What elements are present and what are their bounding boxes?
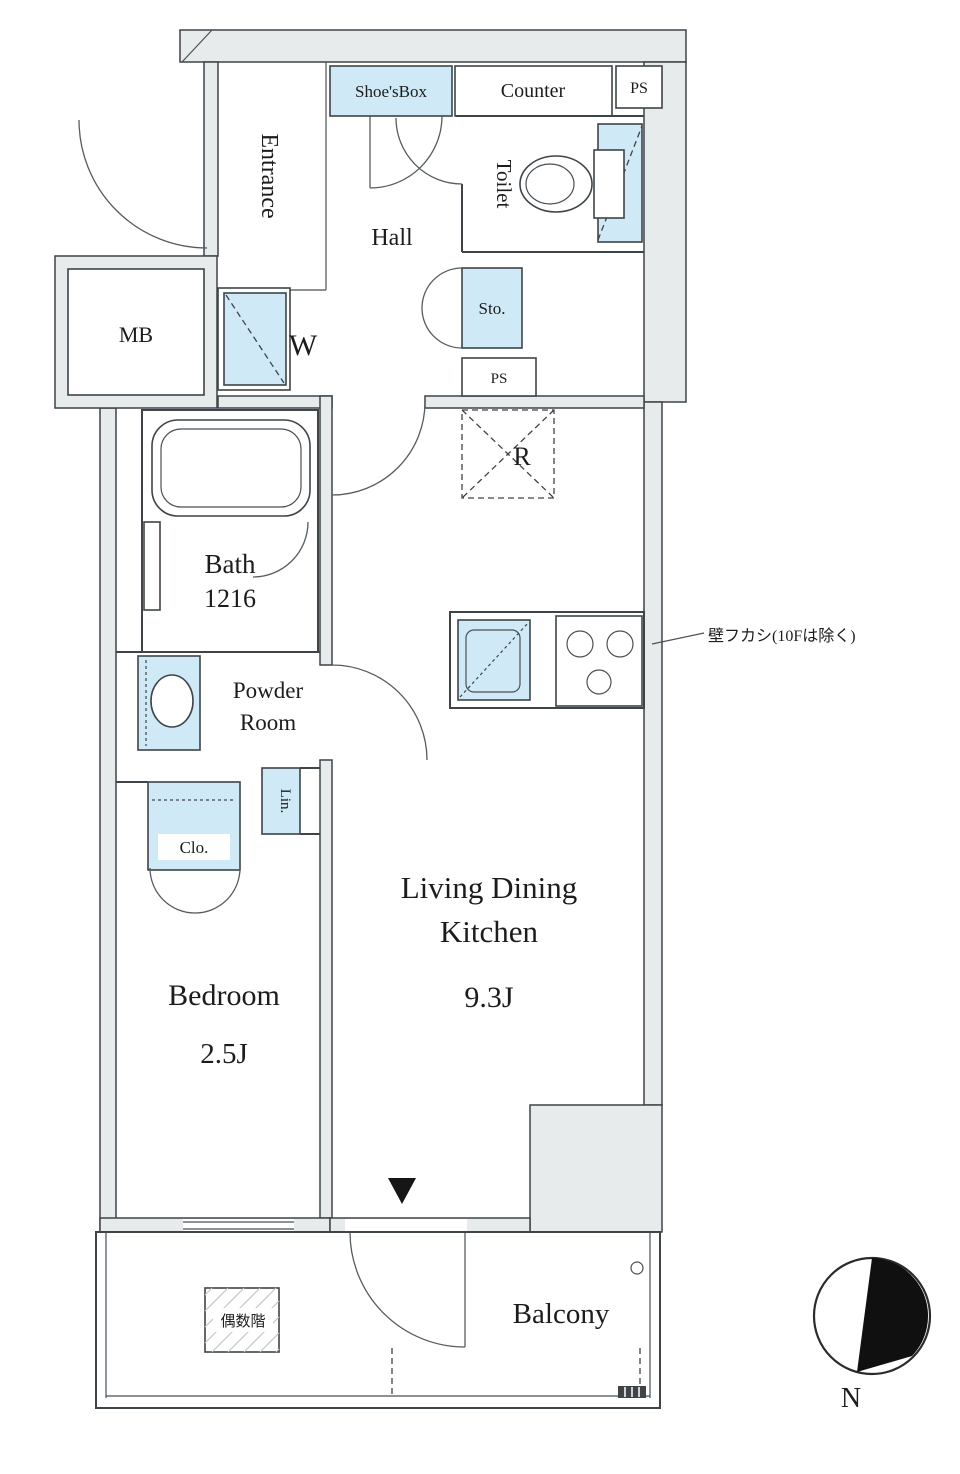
annotation-leader-line <box>651 632 705 645</box>
storage-door-arc-top <box>421 267 463 309</box>
shoes-box <box>329 65 453 117</box>
washer-label: W <box>289 329 318 362</box>
stove-burner-1 <box>566 630 594 658</box>
interior-wall-upper <box>319 395 333 666</box>
linen-label: Lin. <box>277 789 293 814</box>
hall-bath-wall <box>217 395 333 409</box>
stove-burner-2 <box>606 630 634 658</box>
closet-label: Clo. <box>180 838 209 857</box>
mb-label: MB <box>119 322 153 347</box>
toilet-tank <box>593 149 625 219</box>
mb-box <box>67 268 205 396</box>
ps-mid-label: PS <box>491 371 508 387</box>
bath-counter <box>143 521 161 611</box>
hall-ldk-wall <box>424 395 645 409</box>
linen-box <box>261 767 301 835</box>
ps-top-label: PS <box>630 80 648 97</box>
bath-label: Bath <box>205 549 256 579</box>
balcony-outline <box>95 1231 661 1409</box>
even-floor-label-bg <box>213 1308 273 1332</box>
entry-direction-triangle <box>388 1178 416 1204</box>
bedroom-label: Bedroom <box>168 979 280 1012</box>
bedroom-size-label: 2.5J <box>200 1038 248 1070</box>
ps-top-box <box>615 65 663 109</box>
hall-door-arc <box>369 115 443 189</box>
washer-diagonal <box>225 294 285 384</box>
stove <box>555 615 643 707</box>
fridge-diagonal-2 <box>461 409 555 499</box>
balcony-label: Balcony <box>513 1298 610 1330</box>
right-wall-band-upper <box>643 61 687 403</box>
fridge-label: R <box>513 442 531 471</box>
interior-wall-lower <box>319 759 333 1219</box>
kitchen-sink-bowl <box>465 629 521 693</box>
ldk-label-2: Kitchen <box>440 914 539 949</box>
toilet-label: Toilet <box>492 160 516 209</box>
ldk-label-1: Living Dining <box>401 870 578 905</box>
toilet-bowl <box>519 155 593 213</box>
bath-door-arc <box>252 521 309 578</box>
closet-door-arc-left <box>149 867 196 914</box>
entrance-left-wall <box>203 61 219 257</box>
wall-break-mark <box>181 29 213 63</box>
entrance-label: Entrance <box>256 133 282 218</box>
compass-needle <box>857 1258 929 1372</box>
storage-box <box>461 267 523 349</box>
right-wall-band-lower <box>643 401 663 1106</box>
fridge-space <box>461 409 555 499</box>
stove-burner-3 <box>586 669 612 695</box>
powder-room-label-1: Powder <box>233 678 304 703</box>
ps-mid-box <box>461 357 537 397</box>
kitchen-counter <box>449 611 645 709</box>
even-floor-label: 偶数階 <box>220 1313 265 1330</box>
compass-north-label: N <box>841 1383 861 1414</box>
powder-room-label-2: Room <box>240 710 296 735</box>
toilet-bowl-inner <box>525 163 575 205</box>
counter-label: Counter <box>501 80 566 102</box>
closet-door-arc-right <box>194 867 241 914</box>
ldk-door-arc <box>331 401 426 496</box>
balcony-door-gap <box>345 1219 467 1231</box>
top-wall-band <box>179 29 687 63</box>
closet-label-bg <box>158 834 230 860</box>
corner-wall-block <box>529 1104 663 1233</box>
balcony-door-arc <box>349 1231 466 1348</box>
entrance-door-arc <box>78 119 208 249</box>
bathtub <box>151 419 311 517</box>
storage-door-arc-bottom <box>421 307 463 349</box>
bathtub-inner <box>160 428 302 508</box>
toilet-door-arc <box>395 117 463 185</box>
kitchen-sink-dashed <box>459 622 529 698</box>
balcony-drain-hole <box>630 1261 644 1275</box>
hall-label: Hall <box>371 225 413 251</box>
bath-size-label: 1216 <box>204 584 256 613</box>
wall-furring-note: 壁フカシ(10Fは除く) <box>708 626 856 645</box>
powder-door-arc <box>331 664 428 761</box>
storage-label: Sto. <box>479 299 506 318</box>
ldk-size-label: 9.3J <box>464 981 514 1014</box>
shoes-box-label: Shoe'sBox <box>355 82 428 101</box>
powder-sink-bowl <box>150 674 194 728</box>
left-wall-band <box>99 407 117 1233</box>
